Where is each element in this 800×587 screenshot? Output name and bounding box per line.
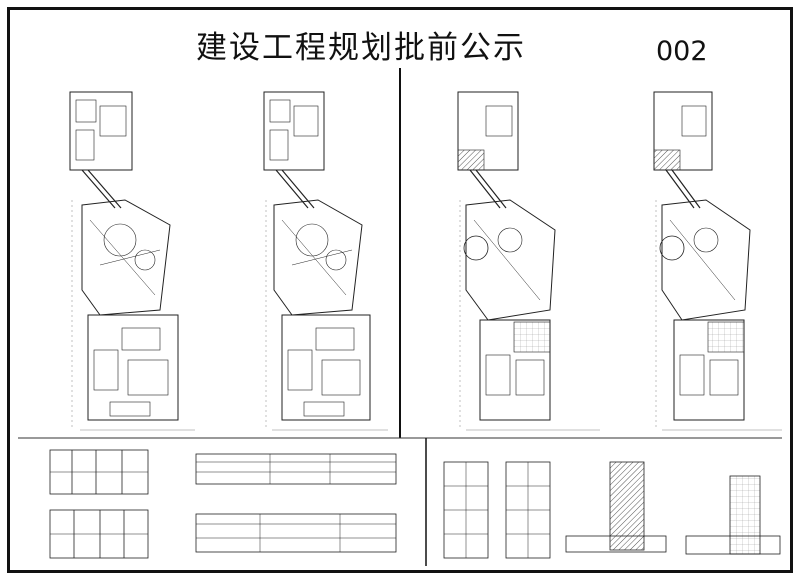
elevations [195,453,397,553]
drawing-board: 建设工程规划批前公示 002 [7,7,793,573]
drawing-canvas [18,68,782,566]
floor-plan-1 [69,91,195,431]
unit-plans [49,449,149,559]
board-title: 建设工程规划批前公示 [196,30,526,66]
floor-plan-4 [653,91,782,431]
floor-plan-3 [457,91,600,431]
tower-drawings [443,461,781,559]
sheet-number: 002 [656,36,708,67]
floor-plan-2 [263,91,388,431]
